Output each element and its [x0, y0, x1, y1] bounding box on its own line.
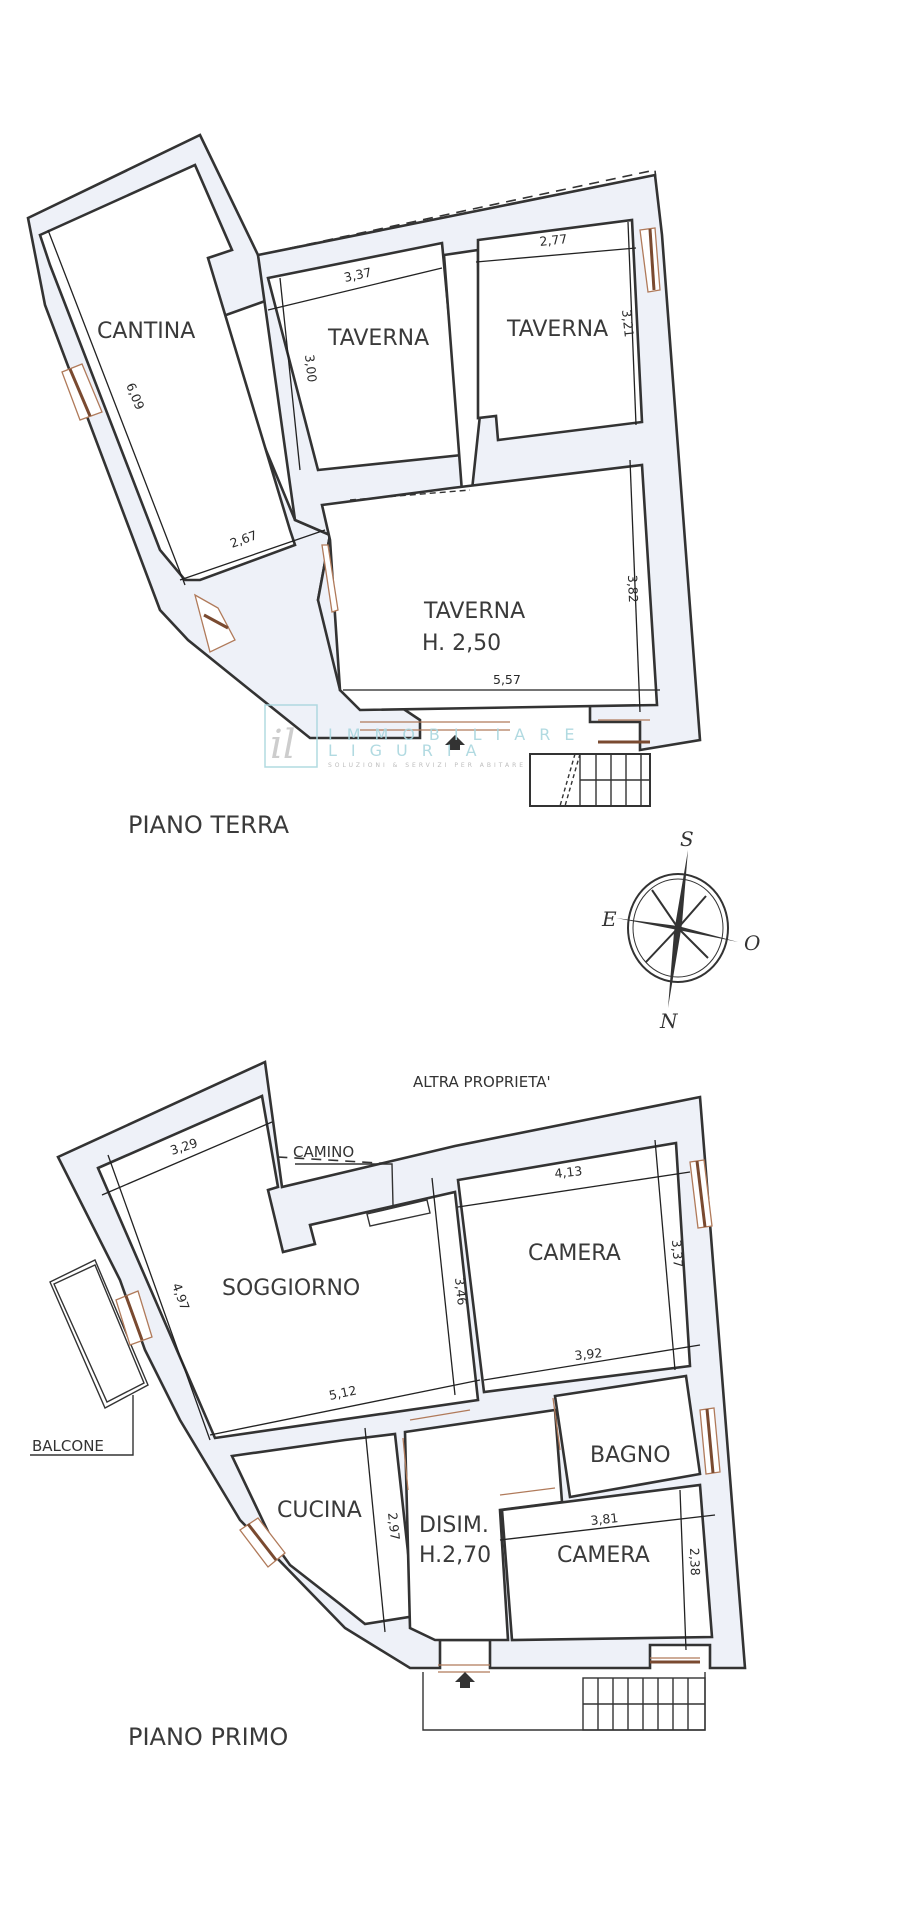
entrance-door-ground — [360, 721, 510, 750]
room-label-taverna-2: TAVERNA — [506, 317, 608, 342]
camera-2-interior — [500, 1483, 714, 1642]
entrance-door-first — [438, 1664, 490, 1688]
dim-camera-2-depth: 2,38 — [687, 1548, 703, 1576]
neighbor-property-label: ALTRA PROPRIETA' — [413, 1073, 551, 1091]
ground-floor-plan: CANTINA TAVERNA TAVERNA TAVERNA H. 2,50 … — [26, 133, 702, 839]
door-taverna-3 — [321, 544, 339, 613]
dim-taverna-3-depth: 3,82 — [625, 575, 641, 603]
entrance-arrow-icon-first — [455, 1672, 475, 1688]
camino-label: CAMINO — [293, 1143, 354, 1161]
taverna-2-interior — [476, 218, 644, 442]
corridor-interior — [442, 248, 482, 494]
interior-doors — [402, 1397, 561, 1496]
room-label-taverna-1: TAVERNA — [327, 326, 429, 351]
room-label-taverna-3: TAVERNA — [423, 599, 525, 624]
window-stair-landing — [598, 719, 650, 744]
camino-fireplace — [295, 1163, 431, 1227]
window-taverna-2 — [639, 227, 661, 293]
balcony-label: BALCONE — [32, 1437, 104, 1455]
dimension-lines-first — [101, 1121, 716, 1651]
window-cucina — [239, 1517, 286, 1568]
stairs-ground — [529, 753, 651, 807]
dimension-lines-ground — [47, 221, 660, 713]
watermark-logo: il IMMOBILIARE LIGURIA SOLUZIONI & SERVI… — [264, 704, 588, 769]
soggiorno-interior — [96, 1094, 480, 1440]
watermark-tagline: SOLUZIONI & SERVIZI PER ABITARE — [328, 762, 526, 769]
room-height-taverna-3: H. 2,50 — [422, 631, 501, 656]
window-soggiorno-balcony — [115, 1290, 153, 1346]
first-floor-plan: ALTRA PROPRIETA' CAMINO BALCONE — [30, 1060, 747, 1751]
window-camera-2 — [650, 1657, 700, 1664]
compass-rose-icon: S E O N — [601, 827, 760, 1033]
dim-taverna-1-depth: 3,00 — [302, 354, 320, 383]
dim-taverna-2-width: 2,77 — [539, 231, 568, 249]
room-label-disimpegno: DISIM. — [419, 1513, 489, 1538]
dim-camera-1-top: 4,13 — [554, 1163, 583, 1181]
bagno-interior — [553, 1374, 702, 1499]
stairs-first — [422, 1672, 706, 1731]
compass-south: S — [680, 827, 694, 851]
watermark-line1: IMMOBILIARE — [328, 725, 588, 744]
dim-camera-1-right: 3,37 — [669, 1239, 686, 1268]
dim-camera-2-width: 3,81 — [590, 1510, 619, 1528]
window-cantina-corner — [193, 593, 236, 653]
compass-north: N — [659, 1009, 679, 1033]
room-label-camera-2: CAMERA — [557, 1543, 650, 1568]
dim-camera-1-bottom: 3,92 — [574, 1345, 603, 1363]
camera-1-interior — [456, 1141, 692, 1394]
dim-taverna-1-width: 3,37 — [343, 264, 373, 284]
dim-cucina-depth: 2,97 — [385, 1512, 403, 1541]
room-label-soggiorno: SOGGIORNO — [222, 1276, 360, 1301]
room-label-cucina: CUCINA — [277, 1498, 362, 1523]
window-camera-1 — [689, 1159, 713, 1229]
watermark-line2: LIGURIA — [328, 741, 491, 760]
window-cantina — [61, 363, 103, 421]
room-label-camera-1: CAMERA — [528, 1241, 621, 1266]
taverna-3-interior — [320, 463, 659, 712]
balcony — [30, 1259, 149, 1456]
floor-label-first: PIANO PRIMO — [128, 1723, 288, 1751]
dim-soggiorno-bottom: 5,12 — [328, 1382, 358, 1402]
floor-label-ground: PIANO TERRA — [128, 811, 290, 839]
compass-east: E — [601, 907, 617, 931]
dim-taverna-2-depth: 3,21 — [619, 309, 637, 338]
entrance-arrow-icon — [445, 735, 465, 750]
room-label-cantina: CANTINA — [97, 319, 195, 344]
compass-west: O — [744, 931, 760, 955]
dim-soggiorno-right: 3,46 — [452, 1277, 470, 1306]
window-bagno — [699, 1407, 721, 1475]
room-height-disimpegno: H.2,70 — [419, 1543, 491, 1568]
partition-dashed — [349, 489, 471, 501]
watermark-monogram: il — [270, 722, 296, 768]
dim-taverna-3-width: 5,57 — [493, 672, 521, 687]
cantina-interior — [38, 163, 297, 582]
room-label-bagno: BAGNO — [590, 1443, 671, 1468]
